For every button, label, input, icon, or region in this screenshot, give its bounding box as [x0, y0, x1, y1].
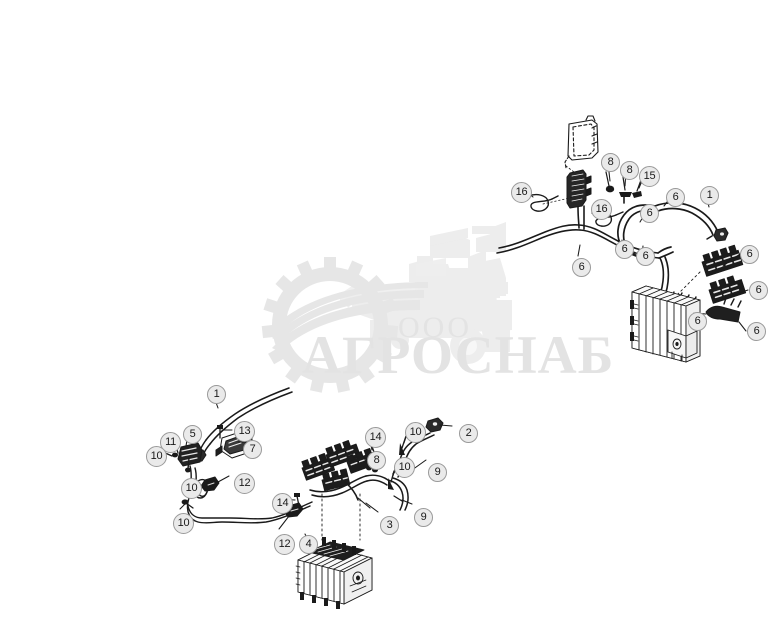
callout-lower-assembly-4-11[interactable]: 4 [299, 535, 318, 554]
callout-lower-assembly-10-14[interactable]: 10 [405, 422, 426, 443]
callout-upper-assembly-6-11[interactable]: 6 [740, 245, 759, 264]
callout-lower-assembly-14-12[interactable]: 14 [365, 427, 386, 448]
swoosh-icon [272, 282, 428, 352]
callout-lower-assembly-10-8[interactable]: 10 [173, 513, 194, 534]
callout-upper-assembly-6-5[interactable]: 6 [640, 204, 659, 223]
watermark-company-form: ООО [398, 311, 472, 344]
callout-upper-assembly-6-13[interactable]: 6 [688, 312, 707, 331]
callout-lower-assembly-8-13[interactable]: 8 [367, 451, 386, 470]
upper-assembly-linework [496, 115, 747, 363]
callout-lower-assembly-7-4[interactable]: 7 [243, 440, 262, 459]
callout-lower-assembly-13-1[interactable]: 13 [234, 421, 255, 442]
callout-lower-assembly-10-5[interactable]: 10 [146, 446, 167, 467]
callout-lower-assembly-14-10[interactable]: 14 [272, 493, 293, 514]
callout-lower-assembly-9-18[interactable]: 9 [414, 508, 433, 527]
callout-lower-assembly-11-3[interactable]: 11 [160, 432, 181, 453]
lower-assembly-linework [157, 387, 444, 609]
callout-upper-assembly-15-3[interactable]: 15 [639, 166, 660, 187]
callout-lower-assembly-1-0[interactable]: 1 [207, 385, 226, 404]
callout-lower-assembly-9-17[interactable]: 9 [428, 463, 447, 482]
callout-lower-assembly-12-7[interactable]: 12 [234, 473, 255, 494]
callout-upper-assembly-6-14[interactable]: 6 [747, 322, 766, 341]
callout-lower-assembly-10-15[interactable]: 10 [394, 457, 415, 478]
callout-lower-assembly-12-9[interactable]: 12 [274, 534, 295, 555]
callout-upper-assembly-16-4[interactable]: 16 [591, 199, 612, 220]
callout-upper-assembly-6-8[interactable]: 6 [572, 258, 591, 277]
callout-lower-assembly-2-16[interactable]: 2 [459, 424, 478, 443]
callout-upper-assembly-16-0[interactable]: 16 [511, 182, 532, 203]
callout-upper-assembly-8-2[interactable]: 8 [620, 161, 639, 180]
callout-upper-assembly-6-9[interactable]: 6 [615, 240, 634, 259]
callout-upper-assembly-6-6[interactable]: 6 [666, 188, 685, 207]
callout-upper-assembly-6-12[interactable]: 6 [749, 281, 768, 300]
callout-upper-assembly-6-10[interactable]: 6 [636, 247, 655, 266]
combine-harvester-icon [340, 222, 512, 364]
callout-upper-assembly-1-7[interactable]: 1 [700, 186, 719, 205]
gear-icon [261, 257, 399, 393]
callout-lower-assembly-3-19[interactable]: 3 [380, 516, 399, 535]
callout-lower-assembly-5-2[interactable]: 5 [183, 425, 202, 444]
watermark-company-name: АГРОСНАБ [302, 325, 614, 385]
callout-lower-assembly-10-6[interactable]: 10 [181, 478, 202, 499]
callout-upper-assembly-8-1[interactable]: 8 [601, 153, 620, 172]
